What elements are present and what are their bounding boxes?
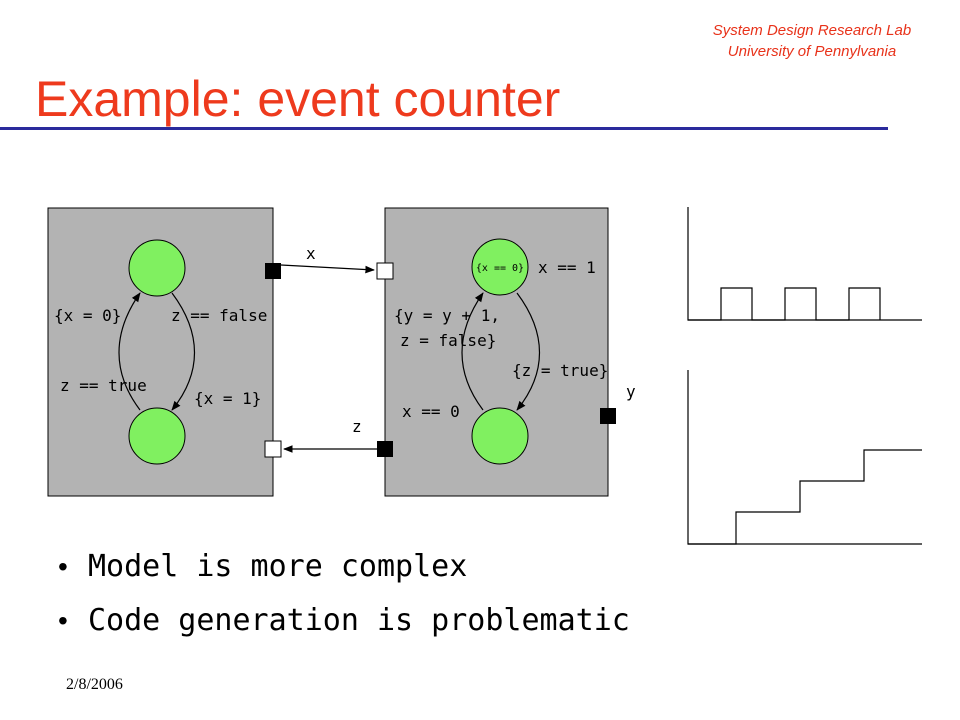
right-guard-x0: x == 0	[402, 402, 460, 421]
right-output-port-z[interactable]	[377, 441, 393, 457]
lab-header: System Design Research Lab University of…	[682, 20, 942, 62]
right-bottom-state[interactable]	[471, 407, 529, 465]
bullet-item: • Model is more complex	[58, 545, 630, 599]
left-reset-action: {x = 0}	[54, 306, 121, 325]
left-guard-true: z == true	[60, 376, 147, 395]
bullet-text: Model is more complex	[88, 549, 468, 584]
footer-date: 2/8/2006	[66, 676, 123, 693]
university-name: University of Pennylvania	[727, 43, 897, 60]
right-top-state[interactable]	[471, 238, 529, 296]
bullet-dot-icon: •	[58, 551, 68, 582]
left-guard-false: z == false	[171, 306, 267, 325]
right-top-state-label: {x == 0}	[476, 263, 524, 274]
right-guard-x1: x == 1	[538, 258, 596, 277]
connection-x	[280, 264, 375, 274]
signal-label-z: z	[352, 417, 362, 436]
left-bottom-state[interactable]	[128, 407, 186, 465]
left-set-action: {x = 1}	[194, 389, 261, 408]
right-transition-up	[461, 292, 484, 411]
right-input-port-x[interactable]	[376, 262, 394, 280]
title-divider	[0, 127, 888, 130]
lab-name: System Design Research Lab	[712, 22, 912, 39]
bullet-list: • Model is more complex • Code generatio…	[58, 545, 630, 653]
left-top-state[interactable]	[128, 239, 186, 297]
right-set-z-true: {z = true}	[512, 361, 608, 380]
pulse-waveform-axes	[687, 207, 922, 321]
pulse-waveform	[688, 287, 881, 321]
left-input-port-z[interactable]	[264, 440, 282, 458]
right-transition-down	[516, 292, 541, 411]
signal-label-x: x	[306, 244, 316, 263]
signal-label-y: y	[626, 382, 636, 401]
left-transition-down	[171, 292, 196, 411]
bullet-item: • Code generation is problematic	[58, 599, 630, 653]
slide-title: Example: event counter	[35, 71, 561, 127]
right-increment-line1: {y = y + 1,	[394, 306, 500, 325]
left-transition-up	[118, 292, 141, 411]
staircase-waveform-axes	[687, 370, 922, 545]
right-output-port-y[interactable]	[600, 408, 616, 424]
bullet-dot-icon: •	[58, 605, 68, 636]
left-output-port-x[interactable]	[265, 263, 281, 279]
right-increment-line2: z = false}	[400, 331, 496, 350]
bullet-text: Code generation is problematic	[88, 603, 630, 638]
staircase-waveform	[688, 449, 922, 545]
